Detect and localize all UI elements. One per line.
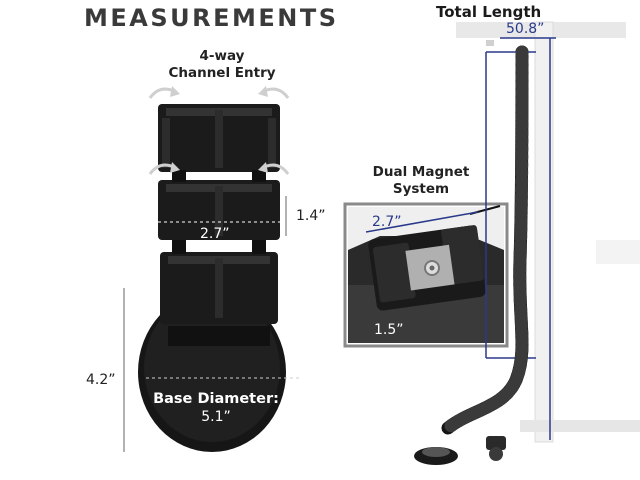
desk-frame (456, 21, 640, 443)
channel-entry-line2: Channel Entry (168, 65, 276, 81)
section-width-value: 2.7” (200, 226, 230, 242)
magnet-line1: Dual Magnet (372, 164, 470, 180)
page-title: MEASUREMENTS (84, 4, 339, 32)
magnet-width-line (365, 211, 479, 233)
channel-entry-line1: 4-way (199, 48, 245, 64)
spine-base (414, 447, 458, 465)
caster-wheel (486, 436, 506, 461)
channel-entry-label: 4-way Channel Entry (152, 48, 292, 82)
base-diameter-label: Base Diameter: 5.1” (152, 390, 280, 426)
magnet-line2: System (392, 181, 450, 197)
magnet-system-label: Dual Magnet System (366, 164, 476, 198)
section-height-value: 1.4” (296, 208, 326, 224)
base-height-value: 4.2” (86, 372, 116, 388)
entry-arrow-heads (170, 86, 268, 173)
magnet-width-value: 2.7” (372, 214, 402, 230)
total-length-value: 50.8” (506, 21, 545, 37)
magnet-inset (343, 202, 509, 348)
base-diameter-value: 5.1” (201, 409, 231, 425)
channel-stack (158, 104, 280, 346)
total-length-label: Total Length (436, 3, 542, 21)
cable-spine (441, 45, 529, 435)
magnet-height-value: 1.5” (374, 322, 404, 338)
base-diameter-title: Base Diameter: (153, 391, 279, 407)
